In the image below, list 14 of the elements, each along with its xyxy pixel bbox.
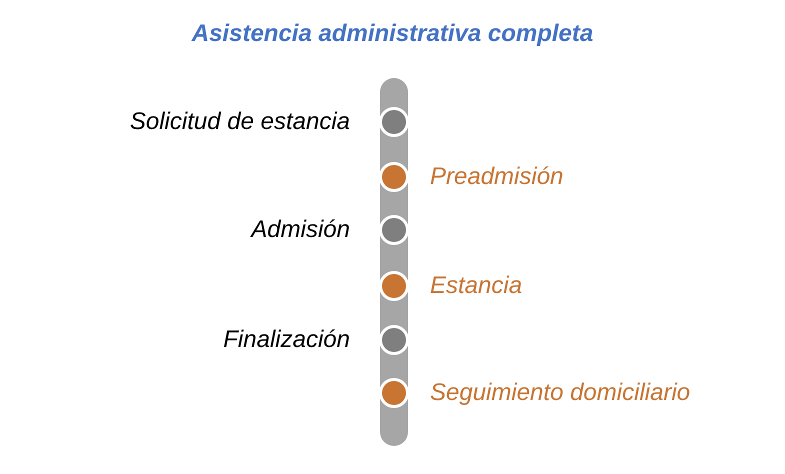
timeline-dot: [379, 325, 409, 355]
timeline-dot: [379, 162, 409, 192]
step-label: Solicitud de estancia: [130, 108, 350, 136]
step-label: Admisión: [251, 216, 350, 244]
timeline-dot: [379, 271, 409, 301]
step-label: Finalización: [223, 326, 350, 354]
timeline-dot: [379, 378, 409, 408]
timeline-dot: [379, 107, 409, 137]
step-label: Estancia: [430, 272, 522, 300]
step-label: Seguimiento domiciliario: [430, 379, 690, 407]
diagram-title: Asistencia administrativa completa: [190, 20, 594, 48]
timeline-dot: [379, 215, 409, 245]
step-label: Preadmisión: [430, 163, 564, 191]
timeline-bar: [380, 78, 408, 446]
